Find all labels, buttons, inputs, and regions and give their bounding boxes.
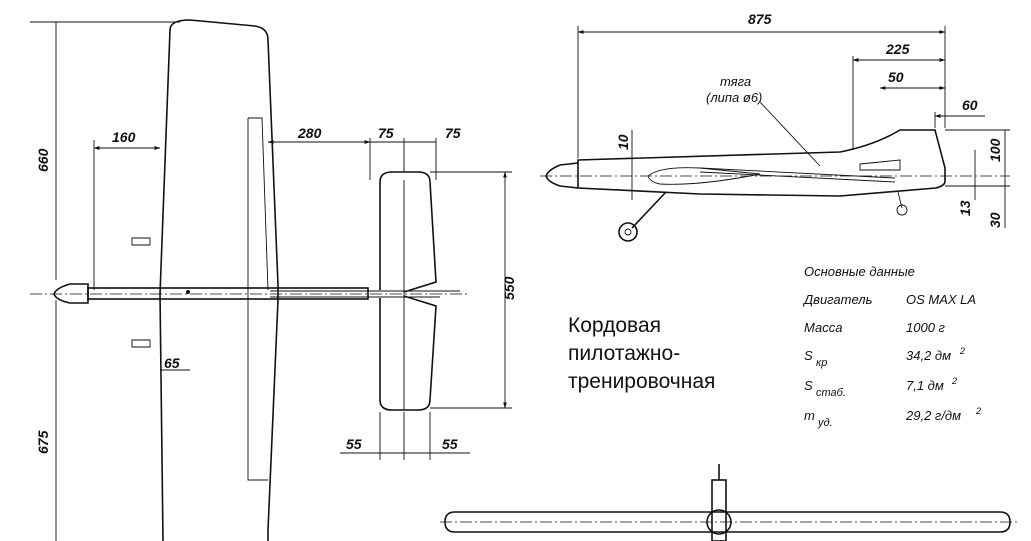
title-line-1: Кордовая: [568, 314, 661, 337]
spec-sub-stab-area: стаб.: [816, 387, 846, 399]
dim-13: 13: [957, 200, 973, 216]
spec-sup-wing-area: 2: [959, 346, 965, 356]
wing-outline: [159, 19, 279, 541]
side-view: [540, 26, 1010, 242]
dim-span-lower: 675: [35, 430, 51, 454]
plan-view: [30, 19, 512, 541]
title-line-2: пилотажно-: [568, 342, 680, 365]
dim-60: 60: [962, 97, 978, 113]
spec-label-engine: Двигатель: [802, 292, 873, 307]
dim-65: 65: [164, 355, 180, 371]
spec-sup-stab-area: 2: [951, 376, 957, 386]
spec-value-stab-area: 7,1 дм: [906, 378, 944, 393]
dim-75a: 75: [378, 125, 394, 141]
dim-span-upper: 660: [35, 148, 51, 172]
spinner-side: [545, 162, 579, 189]
spec-label-loading: m: [804, 408, 815, 423]
spec-sub-loading: уд.: [817, 417, 833, 429]
spec-value-wing-area: 34,2 дм: [906, 348, 951, 363]
dim-160: 160: [112, 129, 136, 145]
dim-225: 225: [885, 41, 910, 57]
spec-label-wing-area: S: [804, 348, 813, 363]
spec-sup-loading: 2: [975, 406, 981, 416]
dim-10: 10: [615, 134, 631, 150]
spec-sub-wing-area: кр: [816, 357, 827, 369]
dim-30: 30: [987, 212, 1003, 228]
dim-length: 875: [748, 11, 772, 27]
spec-label-stab-area: S: [804, 378, 813, 393]
dim-100: 100: [987, 138, 1003, 162]
dim-55b: 55: [442, 436, 458, 452]
dim-75b: 75: [445, 125, 461, 141]
spec-value-mass: 1000 г: [906, 320, 946, 335]
spec-value-engine: OS MAX LA: [906, 292, 976, 307]
stabilizer-upper: [379, 171, 437, 293]
title-line-3: тренировочная: [568, 370, 715, 393]
spinner-plan: [53, 283, 89, 304]
pushrod-label-1: тяга: [720, 74, 751, 89]
fuselage-side: [577, 129, 946, 197]
dim-55a: 55: [346, 436, 362, 452]
spec-label-mass: Масса: [804, 320, 842, 335]
specs-heading: Основные данные: [804, 264, 915, 279]
dim-550: 550: [501, 276, 517, 300]
pushrod-label-2: (липа ø6): [706, 90, 762, 105]
stabilizer-lower: [379, 295, 437, 411]
wing-front: [444, 511, 1011, 533]
front-view: [440, 464, 1020, 541]
spec-value-loading: 29,2 г/дм: [905, 408, 961, 423]
dim-50: 50: [888, 69, 904, 85]
dim-280: 280: [297, 125, 322, 141]
